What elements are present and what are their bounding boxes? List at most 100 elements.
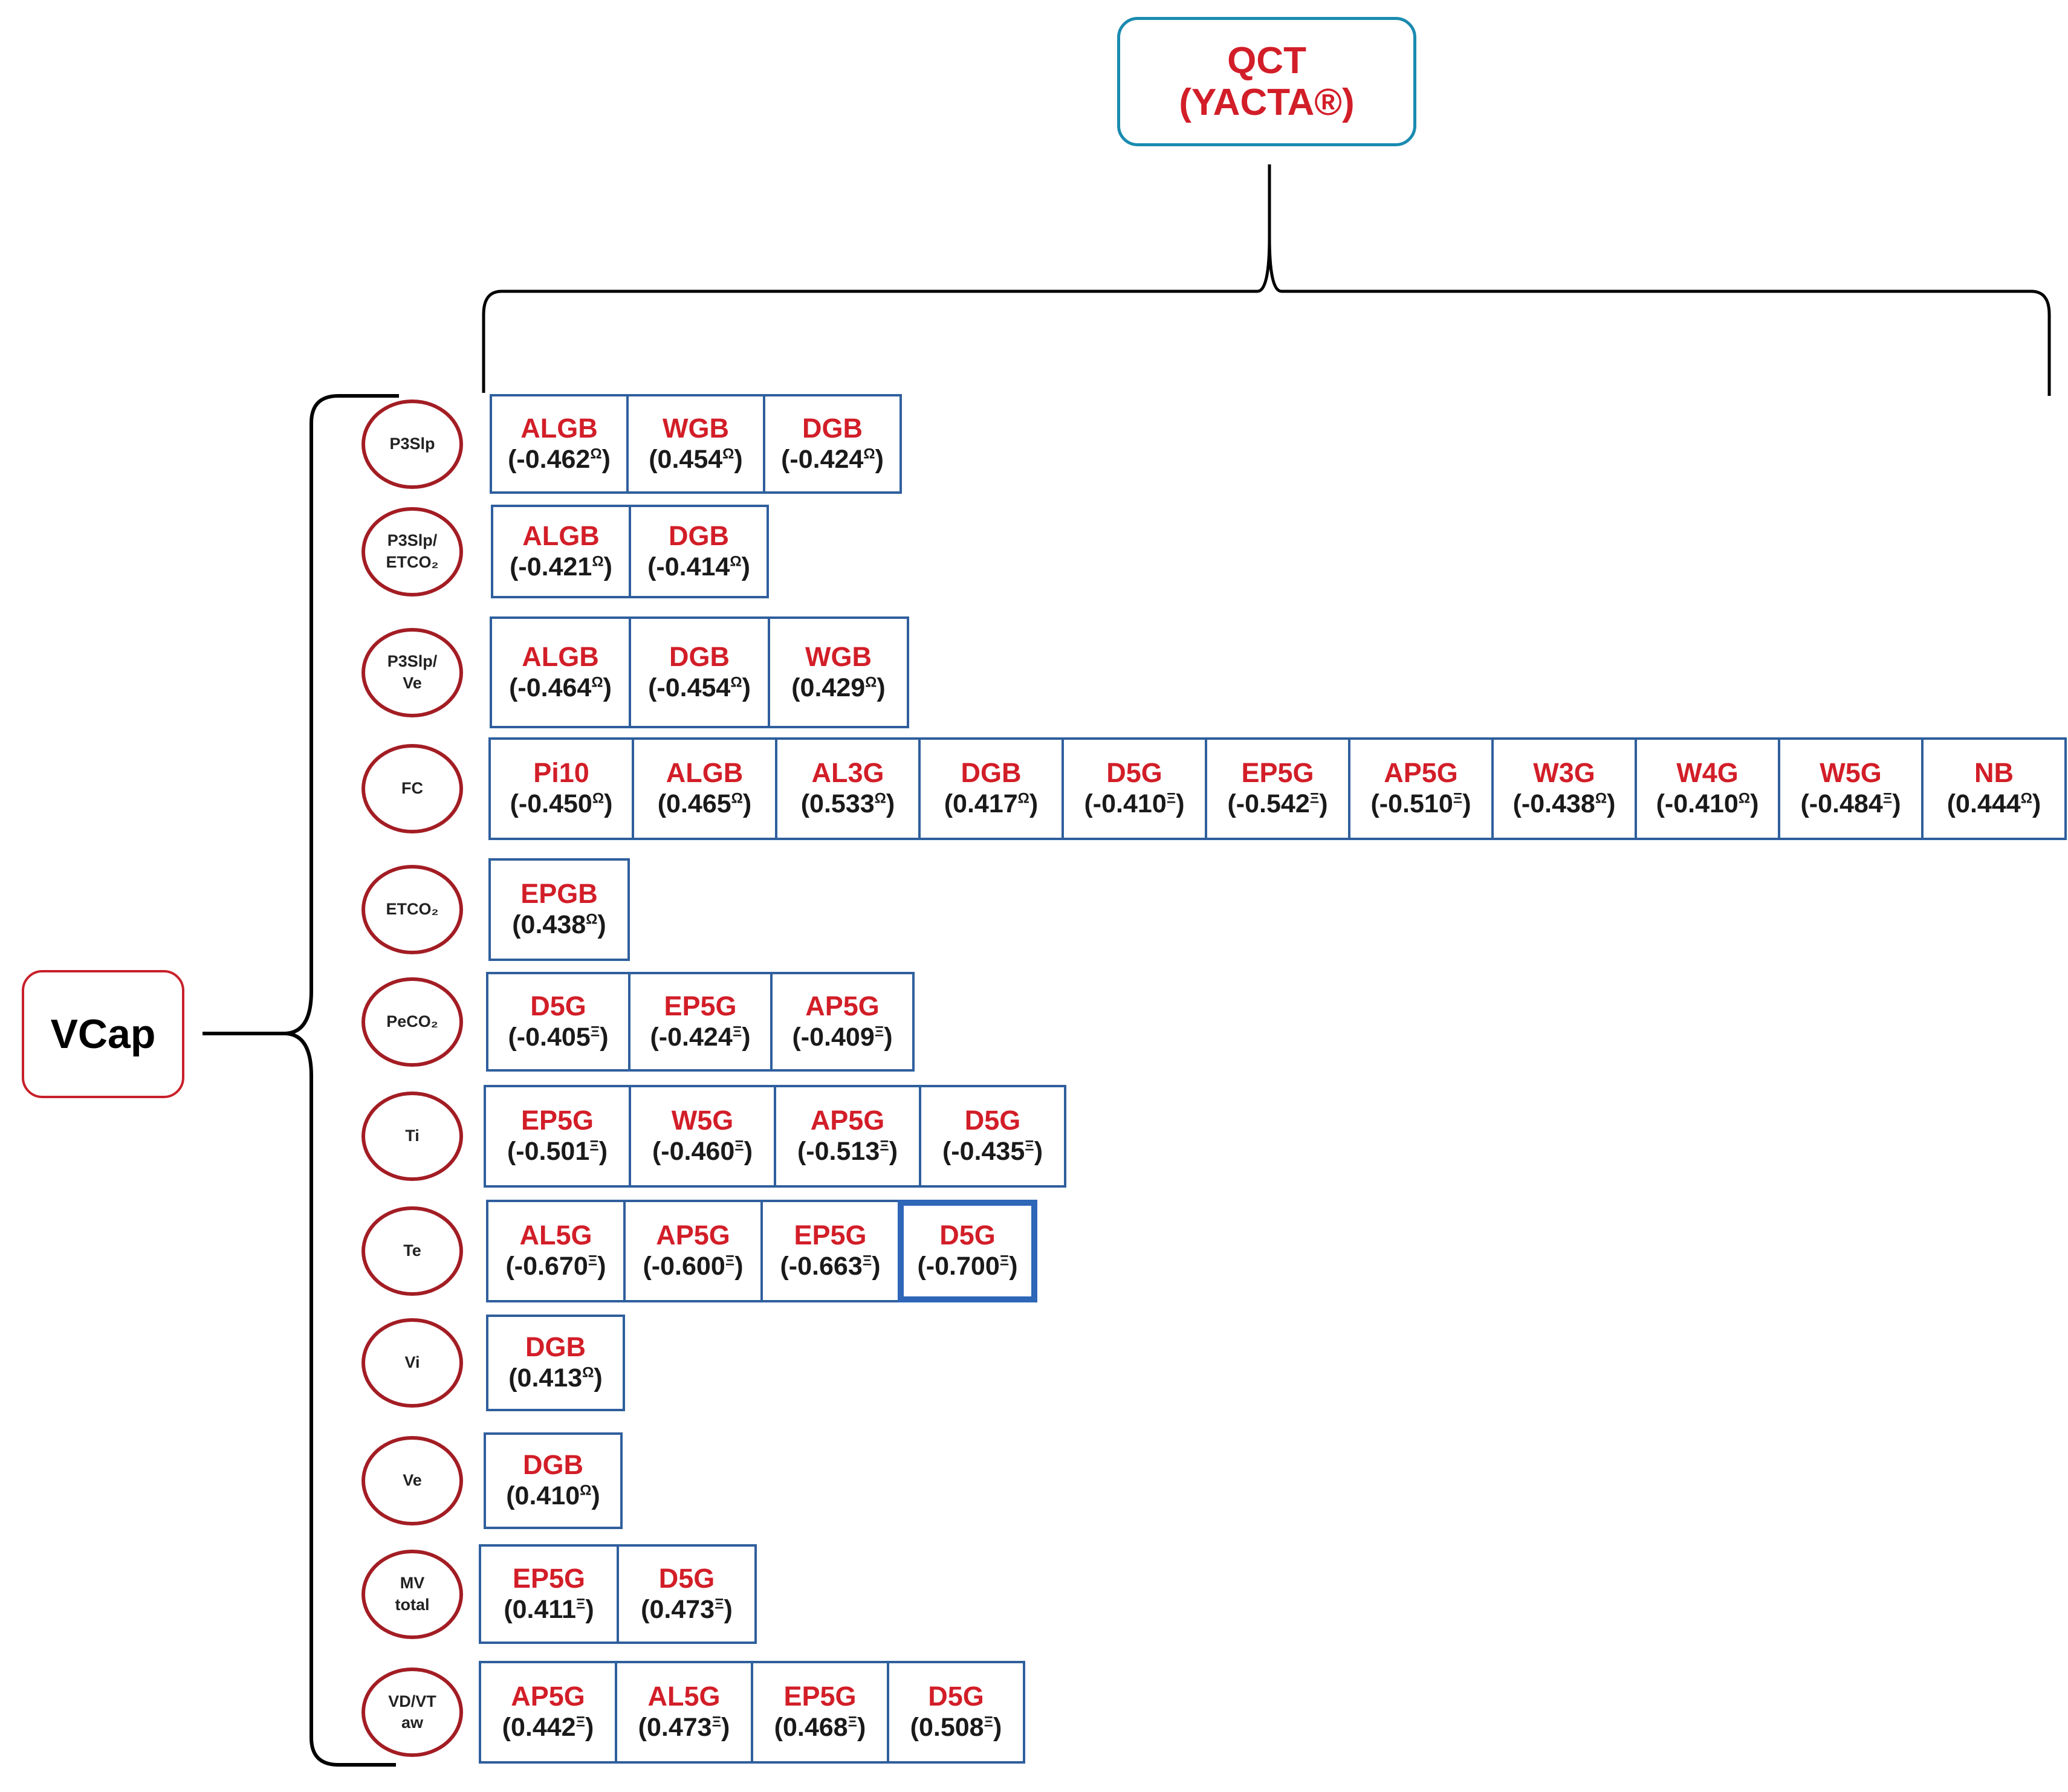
correlation-cell: WGB(0.429Ω) [768, 616, 909, 728]
correlation-cell: D5G(0.473Ξ) [617, 1544, 757, 1644]
correlation-cell: EP5G(-0.542Ξ) [1205, 737, 1350, 840]
coefficient: (0.468 [774, 1713, 848, 1742]
closing-paren: ) [1607, 789, 1616, 819]
significance-mark: Ω [580, 1482, 592, 1499]
coefficient: (0.444 [1946, 789, 2021, 819]
coefficient: (-0.600 [643, 1252, 725, 1281]
significance-mark: Ξ [575, 1713, 586, 1730]
parameter-label: ALGB [520, 412, 598, 444]
correlation-value: (-0.510Ξ) [1370, 789, 1471, 820]
parameter-label: EP5G [783, 1681, 857, 1712]
significance-mark: Ξ [588, 1252, 598, 1269]
parameter-label: W5G [671, 1105, 734, 1136]
variable-node: Vi [361, 1318, 463, 1408]
closing-paren: ) [744, 1137, 753, 1166]
closing-paren: ) [734, 444, 743, 474]
variable-label: Ve [403, 1471, 422, 1490]
correlation-value: (0.411Ξ) [504, 1594, 594, 1626]
closing-paren: ) [1009, 1252, 1018, 1281]
coefficient: (-0.414 [647, 552, 730, 581]
correlation-value: (0.508Ξ) [910, 1712, 1002, 1744]
parameter-label: AL5G [647, 1681, 721, 1712]
significance-mark: Ω [731, 790, 743, 807]
significance-mark: Ξ [589, 1137, 599, 1154]
closing-paren: ) [1029, 789, 1039, 819]
correlation-cell: W5G(-0.460Ξ) [629, 1085, 776, 1188]
correlation-cell: Pi10(-0.450Ω) [488, 737, 634, 840]
parameter-label: D5G [964, 1105, 1021, 1136]
correlation-value: (-0.421Ω) [510, 552, 612, 583]
correlation-cell: W3G(-0.438Ω) [1491, 737, 1637, 840]
variable-node: PeCO₂ [361, 977, 463, 1067]
significance-mark: Ξ [711, 1713, 722, 1730]
correlation-value: (0.442Ξ) [502, 1712, 594, 1744]
closing-paren: ) [741, 552, 750, 581]
parameter-label: D5G [530, 990, 586, 1021]
significance-mark: Ω [730, 553, 742, 570]
parameter-label: AP5G [511, 1681, 585, 1712]
coefficient: (0.508 [910, 1713, 984, 1742]
correlation-value: (-0.462Ω) [508, 444, 611, 476]
correlation-value: (-0.410Ω) [1656, 789, 1759, 820]
correlation-value: (-0.405Ξ) [508, 1022, 608, 1053]
coefficient: (-0.410 [1084, 789, 1167, 819]
correlation-value: (-0.450Ω) [510, 789, 613, 820]
significance-mark: Ω [865, 674, 877, 691]
coefficient: (-0.462 [508, 444, 591, 474]
parameter-label: Pi10 [533, 757, 589, 789]
significance-mark: Ω [1017, 790, 1029, 807]
parameter-label: W3G [1533, 757, 1595, 789]
correlation-value: (0.429Ω) [791, 673, 886, 704]
coefficient: (-0.438 [1512, 789, 1595, 819]
correlation-cell: NB(0.444Ω) [1921, 737, 2067, 840]
closing-paren: ) [884, 1022, 893, 1052]
closing-paren: ) [1750, 789, 1759, 819]
correlation-value: (-0.670Ξ) [505, 1251, 606, 1283]
correlation-cell: AP5G(0.442Ξ) [479, 1661, 617, 1764]
correlation-value: (0.468Ξ) [774, 1712, 866, 1744]
correlation-value: (0.473Ξ) [641, 1594, 733, 1626]
correlation-value: (-0.438Ω) [1513, 789, 1616, 820]
correlation-value: (-0.513Ξ) [797, 1136, 898, 1168]
significance-mark: Ξ [880, 1137, 889, 1154]
parameter-label: D5G [1106, 757, 1162, 789]
significance-mark: Ξ [874, 1023, 884, 1040]
coefficient: (-0.464 [509, 673, 592, 702]
vcap-root-node: VCap [22, 970, 184, 1098]
coefficient: (0.442 [502, 1713, 576, 1742]
parameter-label: W5G [1820, 757, 1882, 789]
qct-brace [482, 164, 2051, 396]
correlation-cell: W5G(-0.484Ξ) [1778, 737, 1924, 840]
coefficient: (0.465 [657, 789, 731, 819]
correlation-cell: EP5G(-0.424Ξ) [628, 972, 773, 1072]
parameter-label: W4G [1676, 757, 1739, 789]
significance-mark: Ω [582, 1364, 594, 1381]
coefficient: (0.410 [506, 1481, 580, 1511]
closing-paren: ) [1176, 789, 1185, 819]
coefficient: (-0.421 [510, 552, 592, 581]
significance-mark: Ξ [575, 1596, 586, 1612]
variable-node: P3Slp/Ve [361, 627, 463, 717]
parameter-label: NB [1974, 757, 2014, 789]
closing-paren: ) [889, 1137, 898, 1166]
correlation-cell: ALGB(-0.464Ω) [490, 616, 631, 728]
coefficient: (-0.405 [508, 1022, 591, 1052]
closing-paren: ) [597, 1252, 606, 1281]
significance-mark: Ω [1738, 790, 1751, 807]
variable-label: Ti [405, 1127, 420, 1145]
closing-paren: ) [1319, 789, 1328, 819]
significance-mark: Ξ [590, 1023, 600, 1040]
closing-paren: ) [604, 789, 613, 819]
parameter-label: WGB [805, 641, 872, 672]
variable-label: FC [401, 779, 423, 798]
coefficient: (0.413 [508, 1363, 583, 1393]
coefficient: (-0.409 [792, 1022, 875, 1052]
significance-mark: Ξ [734, 1137, 744, 1154]
correlation-cell-strongest: D5G(-0.700Ξ) [898, 1200, 1037, 1302]
closing-paren: ) [585, 1713, 594, 1742]
parameter-label: D5G [928, 1681, 984, 1712]
qct-sublabel: (YACTA®) [1179, 82, 1355, 123]
parameter-label: EP5G [664, 990, 737, 1021]
coefficient: (-0.424 [650, 1022, 733, 1052]
coefficient: (0.417 [944, 789, 1018, 819]
